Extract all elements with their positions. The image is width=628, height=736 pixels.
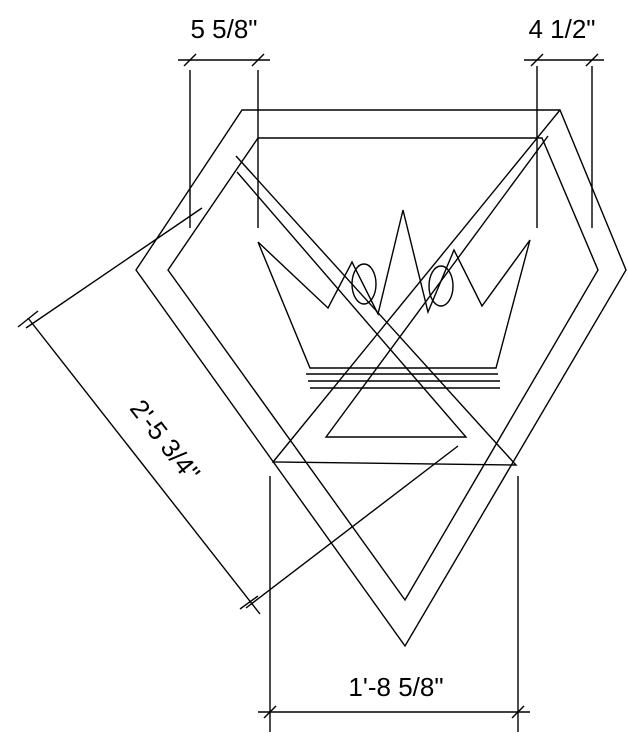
inverted-triangle-outer: [235, 109, 561, 466]
dimension-label-top-right: 4 1/2": [528, 14, 595, 44]
dimension-diagonal: [17, 207, 459, 615]
dimension-top-right: [524, 53, 604, 228]
inner-hexagon-band: [167, 137, 599, 602]
crown-jewel-right: [428, 265, 454, 307]
inverted-triangle-inner: [236, 135, 549, 438]
crown-outline: [257, 209, 531, 369]
dimension-bottom: [258, 476, 530, 732]
crown-jewel-left: [351, 263, 377, 305]
dimension-label-diagonal: 2'-5 3/4": [124, 394, 206, 487]
outer-hexagon-frame: [135, 109, 627, 648]
dimension-top-left: [178, 53, 270, 228]
dimension-label-top-left: 5 5/8": [190, 14, 257, 44]
dimension-label-bottom: 1'-8 5/8": [348, 672, 443, 702]
